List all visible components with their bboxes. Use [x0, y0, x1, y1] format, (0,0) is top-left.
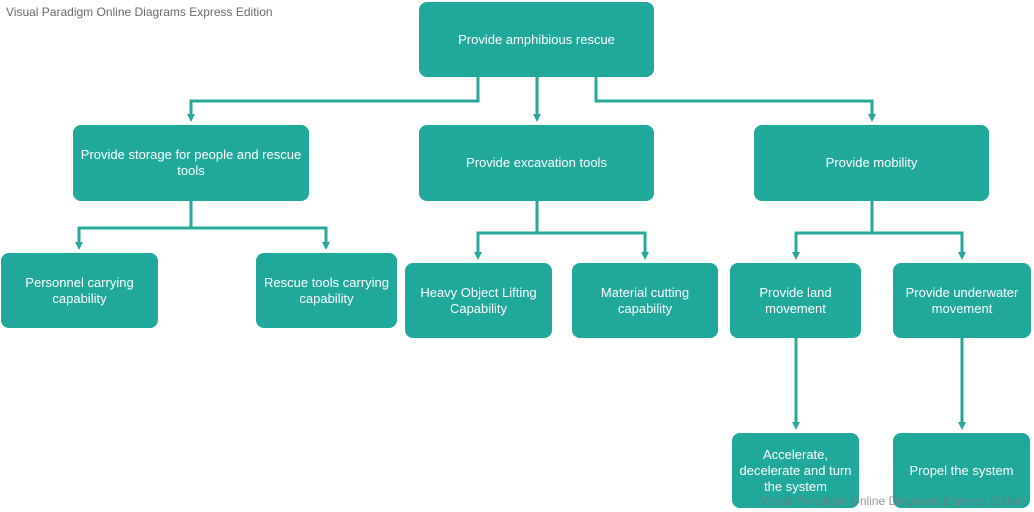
node-label: Propel the system: [909, 462, 1014, 478]
connector-root-to-mobility: [594, 77, 876, 122]
node-provide-underwater-movement[interactable]: Provide underwater movement: [893, 263, 1031, 338]
node-label: Provide excavation tools: [466, 155, 607, 170]
node-accelerate-decelerate-turn[interactable]: Accelerate, decelerate and turn the syst…: [732, 433, 859, 508]
node-provide-amphibious-rescue[interactable]: Provide amphibious rescue: [419, 2, 654, 77]
connector-excavation-to-heavy: [474, 201, 539, 260]
node-provide-storage[interactable]: Provide storage for people and rescue to…: [73, 125, 309, 201]
node-label: Provide storage for people and rescue to…: [80, 147, 302, 178]
node-heavy-object-lifting[interactable]: Heavy Object Lifting Capability: [405, 263, 552, 338]
watermark-top: Visual Paradigm Online Diagrams Express …: [6, 5, 273, 19]
connector-mobility-to-underwater: [870, 201, 966, 260]
connector-mobility-to-land: [792, 201, 874, 260]
node-provide-land-movement[interactable]: Provide land movement: [730, 263, 861, 338]
node-label: Accelerate, decelerate and turn the syst…: [739, 446, 852, 494]
watermark-bottom: Visual Paradigm Online Diagrams Express …: [760, 494, 1027, 508]
node-label: Provide amphibious rescue: [458, 31, 615, 47]
connector-root-to-storage: [187, 77, 480, 122]
node-label: Personnel carrying capability: [25, 274, 134, 306]
node-rescue-tools-carrying[interactable]: Rescue tools carrying capability: [256, 253, 397, 328]
node-material-cutting[interactable]: Material cutting capability: [572, 263, 718, 338]
connector-storage-to-personnel: [75, 201, 193, 250]
node-provide-excavation-tools[interactable]: Provide excavation tools: [419, 125, 654, 201]
node-label: Provide mobility: [825, 155, 918, 170]
connector-excavation-to-cutting: [535, 201, 649, 260]
node-provide-mobility[interactable]: Provide mobility: [754, 125, 989, 201]
node-label: Heavy Object Lifting Capability: [420, 284, 537, 316]
node-label: Rescue tools carrying capability: [264, 274, 389, 306]
node-personnel-carrying[interactable]: Personnel carrying capability: [1, 253, 158, 328]
node-label: Provide land movement: [759, 284, 832, 316]
node-label: Material cutting capability: [600, 284, 690, 316]
node-propel-the-system[interactable]: Propel the system: [893, 433, 1030, 508]
connector-storage-to-rescue: [189, 201, 330, 250]
node-label: Provide underwater movement: [905, 284, 1019, 316]
